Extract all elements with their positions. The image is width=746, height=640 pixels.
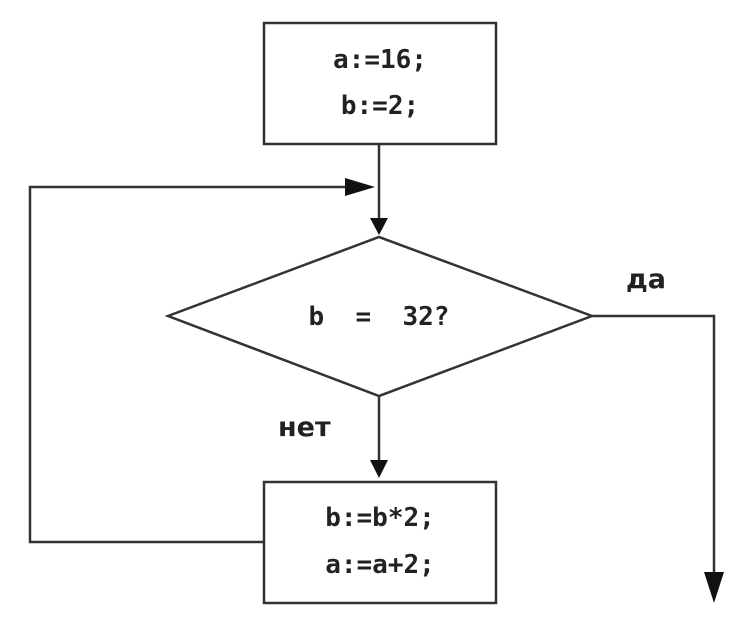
init-block-box [262, 21, 498, 146]
arrowhead-loop-return [345, 178, 375, 196]
branch-yes-label: да [626, 264, 666, 295]
init-block: a:=16; b:=2; [262, 21, 498, 146]
loop-block-box [262, 480, 498, 605]
branch-no-label: нет [278, 412, 331, 443]
connector-yes-branch [592, 314, 716, 578]
loop-block: b:=b*2; a:=a+2; [262, 480, 498, 605]
decision-condition: b = 32? [309, 302, 450, 332]
arrowhead-yes-exit [704, 572, 724, 603]
arrowhead-into-decision [370, 218, 388, 235]
arrowhead-into-loop-block [370, 460, 388, 478]
decision: b = 32? [164, 235, 596, 398]
init-line-a: a:=16; [333, 45, 427, 75]
loop-line-b: b:=b*2; [325, 503, 435, 533]
init-line-b: b:=2; [341, 91, 419, 121]
connector-loop-back [28, 185, 360, 544]
loop-line-a: a:=a+2; [325, 550, 435, 580]
